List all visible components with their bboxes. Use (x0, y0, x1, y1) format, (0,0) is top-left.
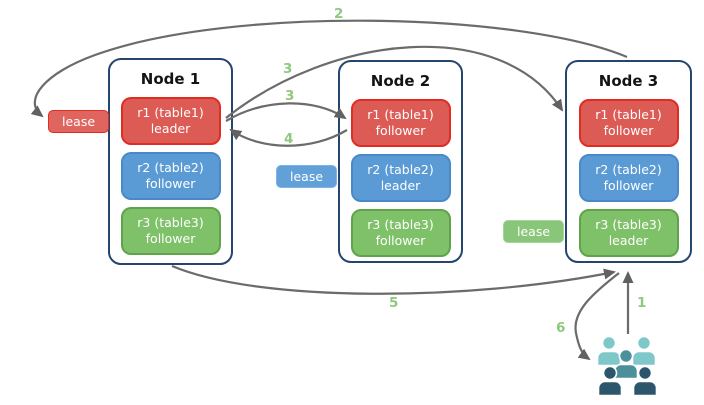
node-3-replicas: r1 (table1) follower r2 (table2) followe… (567, 99, 690, 257)
node-1: Node 1 r1 (table1) leader r2 (table2) fo… (108, 58, 233, 265)
replica-role: follower (375, 233, 426, 248)
arrow-step-3-to-node2 (225, 102, 347, 122)
replica-label: r2 (table2) (137, 160, 204, 175)
replica-r1-node1: r1 (table1) leader (120, 97, 221, 145)
node-3-title: Node 3 (598, 72, 659, 90)
lease-badge-red: lease (48, 110, 110, 133)
step-label-3a: 3 (283, 61, 293, 77)
step-label-6: 6 (556, 320, 566, 336)
replica-label: r3 (table3) (367, 217, 434, 232)
users-group-icon (596, 335, 658, 397)
replica-label: r1 (table1) (367, 107, 434, 122)
replica-label: r1 (table1) (137, 105, 204, 120)
replica-label: r3 (table3) (137, 215, 204, 230)
step-label-5: 5 (389, 295, 399, 311)
node-3: Node 3 r1 (table1) follower r2 (table2) … (565, 60, 692, 263)
node-1-replicas: r1 (table1) leader r2 (table2) follower … (110, 97, 231, 255)
step-label-4: 4 (284, 131, 294, 147)
replica-r2-node2: r2 (table2) leader (350, 154, 451, 202)
replica-role: leader (150, 121, 191, 136)
replica-label: r1 (table1) (595, 107, 662, 122)
node-2-title: Node 2 (370, 72, 431, 90)
lease-badge-green: lease (503, 220, 565, 243)
replica-role: leader (608, 233, 649, 248)
replica-role: follower (145, 176, 196, 191)
node-2: Node 2 r1 (table1) follower r2 (table2) … (338, 60, 463, 263)
replica-r2-node1: r2 (table2) follower (120, 152, 221, 200)
node-1-title: Node 1 (140, 70, 201, 88)
step-label-2: 2 (334, 6, 344, 22)
replica-role: follower (603, 178, 654, 193)
replica-label: r3 (table3) (595, 217, 662, 232)
step-label-1: 1 (637, 295, 647, 311)
node-2-replicas: r1 (table1) follower r2 (table2) leader … (340, 99, 461, 257)
replica-role: leader (380, 178, 421, 193)
replica-r2-node3: r2 (table2) follower (578, 154, 679, 202)
replica-role: follower (375, 123, 426, 138)
replica-r1-node2: r1 (table1) follower (350, 99, 451, 147)
lease-badge-blue: lease (276, 165, 338, 188)
replica-r3-node3: r3 (table3) leader (578, 209, 679, 257)
arrow-step-5 (171, 264, 616, 295)
replica-label: r2 (table2) (595, 162, 662, 177)
step-label-3b: 3 (285, 88, 295, 104)
replica-label: r2 (table2) (367, 162, 434, 177)
replica-role: follower (603, 123, 654, 138)
replica-r1-node3: r1 (table1) follower (578, 99, 679, 147)
replica-r3-node2: r3 (table3) follower (350, 209, 451, 257)
replica-role: follower (145, 231, 196, 246)
replica-r3-node1: r3 (table3) follower (120, 207, 221, 255)
